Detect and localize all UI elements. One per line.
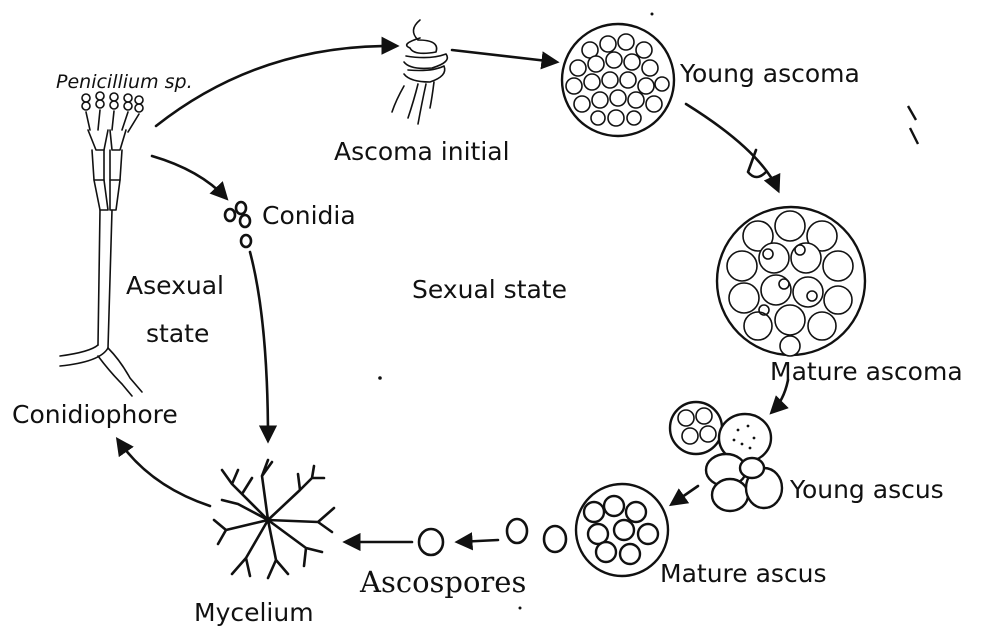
mature-ascus-illustration	[576, 484, 668, 576]
ascospores-illustration	[419, 519, 566, 555]
arrow-young-ascoma-to-mature-ascoma	[686, 104, 778, 190]
label-mycelium: Mycelium	[194, 598, 314, 627]
label-penicillium: Penicillium sp.	[56, 71, 193, 93]
label-young-ascus: Young ascus	[789, 475, 944, 504]
label-mature-ascus: Mature ascus	[660, 559, 827, 588]
label-young-ascoma: Young ascoma	[679, 59, 860, 88]
label-ascospores: Ascospores	[359, 565, 526, 599]
arrow-spores-1	[458, 540, 498, 542]
young-ascoma-illustration	[562, 24, 674, 136]
mycelium-illustration	[214, 460, 334, 578]
ascoma-initial-illustration	[392, 20, 447, 124]
mature-ascoma-illustration	[717, 207, 865, 356]
conidia-illustration	[225, 202, 251, 247]
label-sexual-state: Sexual state	[412, 275, 567, 304]
arrow-conidiophore-to-conidia	[152, 156, 226, 198]
arrow-mycelium-to-conidiophore	[118, 440, 210, 506]
label-conidia: Conidia	[262, 201, 356, 230]
label-mature-ascoma: Mature ascoma	[770, 357, 963, 386]
arrow-ascoma-initial-to-young-ascoma	[452, 50, 556, 62]
arrow-young-ascus-to-mature-ascus	[672, 486, 698, 504]
penicillium-conidiophore-illustration	[60, 92, 143, 396]
arrow-conidia-to-mycelium	[250, 252, 268, 440]
label-conidiophore: Conidiophore	[12, 400, 178, 429]
label-asexual-state: state	[146, 319, 209, 348]
label-ascoma-initial: Ascoma initial	[334, 137, 510, 166]
label-asexual: Asexual	[126, 271, 224, 300]
